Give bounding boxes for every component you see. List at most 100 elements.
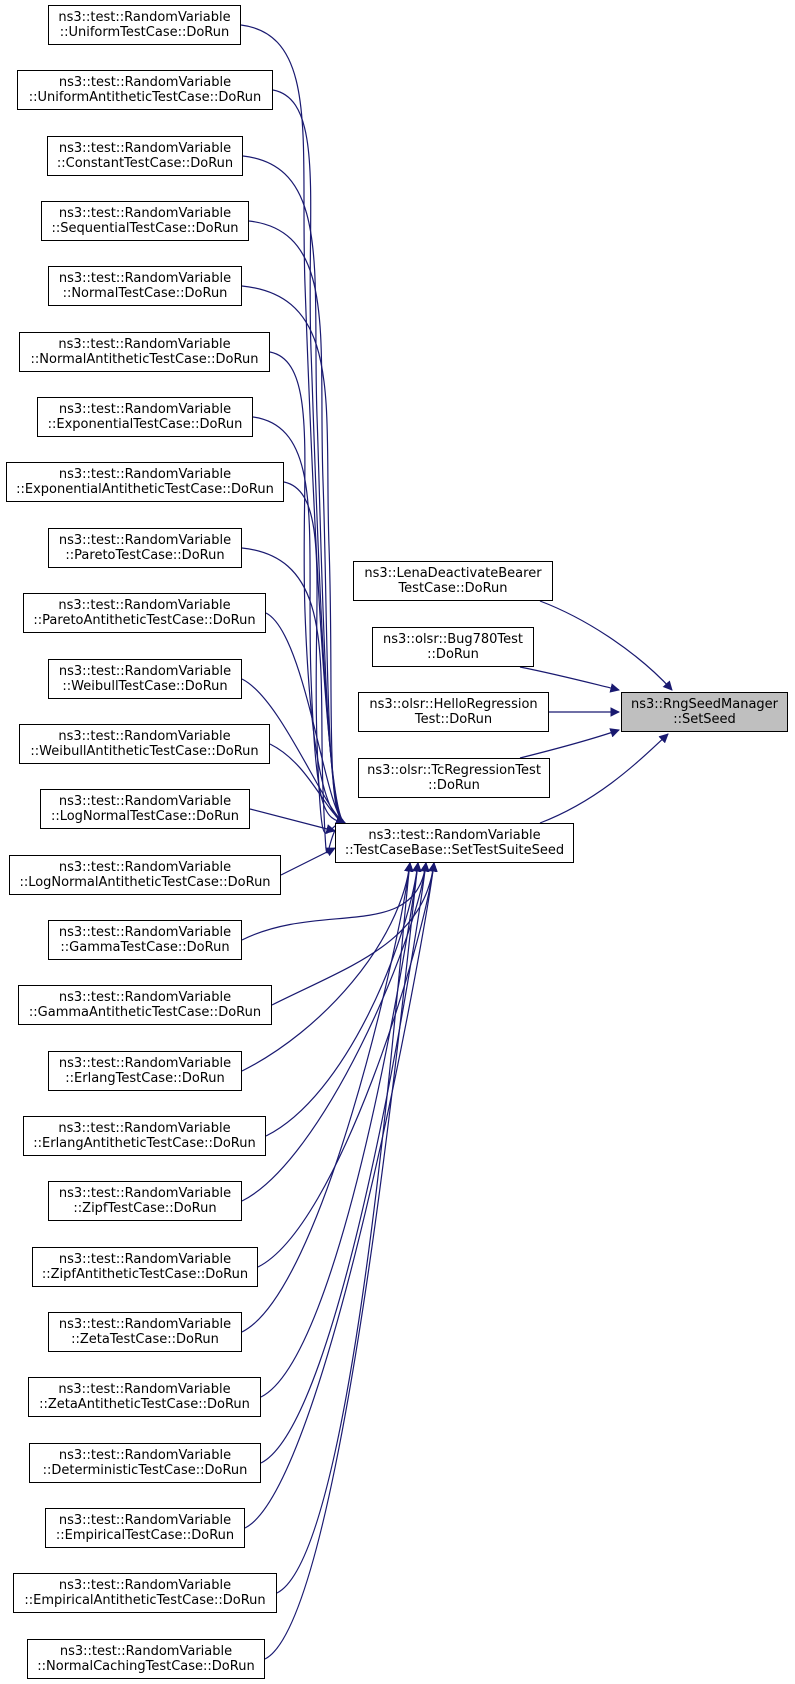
- node-zetaantithetictestcase-dorun-line2: ::ZetaAntitheticTestCase::DoRun: [39, 1397, 250, 1412]
- node-uniformtestcase-dorun[interactable]: ns3::test::RandomVariable::UniformTestCa…: [48, 5, 241, 45]
- edge-caller-21: [260, 862, 422, 1398]
- edge-caller-17: [265, 862, 422, 1137]
- edge-caller-15: [271, 862, 438, 1006]
- node-normalcachingtestcase-dorun-line2: ::NormalCachingTestCase::DoRun: [37, 1659, 255, 1674]
- node-uniformtestcase-dorun-line1: ns3::test::RandomVariable: [58, 10, 231, 25]
- node-weibullantithetictestcase-dorun[interactable]: ns3::test::RandomVariable::WeibullAntith…: [19, 724, 270, 764]
- node-uniformantithetictestcase-dorun-line2: ::UniformAntitheticTestCase::DoRun: [28, 90, 262, 105]
- node-zipftestcase-dorun-line2: ::ZipfTestCase::DoRun: [73, 1201, 217, 1216]
- node-paretotestcase-dorun[interactable]: ns3::test::RandomVariable::ParetoTestCas…: [48, 528, 242, 568]
- node-ns3-olsr-bug780test-dorun[interactable]: ns3::olsr::Bug780Test::DoRun: [372, 627, 534, 667]
- node-erlangantithetictestcase-dorun-line1: ns3::test::RandomVariable: [58, 1121, 231, 1136]
- edge-caller-9: [265, 612, 346, 824]
- node-hub-line2: ::TestCaseBase::SetTestSuiteSeed: [344, 843, 565, 858]
- node-weibulltestcase-dorun-line1: ns3::test::RandomVariable: [58, 664, 232, 679]
- node-empiricalantithetictestcase-dorun[interactable]: ns3::test::RandomVariable::EmpiricalAnti…: [13, 1573, 277, 1613]
- node-exponentialantithetictestcase-dorun-line2: ::ExponentialAntitheticTestCase::DoRun: [16, 482, 274, 497]
- node-erlangtestcase-dorun[interactable]: ns3::test::RandomVariable::ErlangTestCas…: [48, 1051, 242, 1091]
- node-constanttestcase-dorun-line1: ns3::test::RandomVariable: [58, 141, 232, 156]
- node-zetatestcase-dorun-line2: ::ZetaTestCase::DoRun: [71, 1332, 219, 1347]
- edge-caller-6: [252, 416, 346, 826]
- node-erlangantithetictestcase-dorun-line2: ::ErlangAntitheticTestCase::DoRun: [33, 1136, 256, 1151]
- node-exponentialtestcase-dorun-line1: ns3::test::RandomVariable: [58, 402, 232, 417]
- node-normalantithetictestcase-dorun-line2: ::NormalAntitheticTestCase::DoRun: [30, 352, 259, 367]
- node-lognormaltestcase-dorun[interactable]: ns3::test::RandomVariable::LogNormalTest…: [40, 789, 250, 829]
- node-zipfantithetictestcase-dorun[interactable]: ns3::test::RandomVariable::ZipfAntitheti…: [32, 1247, 258, 1287]
- node-uniformantithetictestcase-dorun-line1: ns3::test::RandomVariable: [58, 75, 232, 90]
- edge-caller-25: [264, 862, 422, 1660]
- edge-caller-22: [260, 862, 430, 1464]
- node-weibullantithetictestcase-dorun-line2: ::WeibullAntitheticTestCase::DoRun: [30, 744, 259, 759]
- node-lognormaltestcase-dorun-line1: ns3::test::RandomVariable: [58, 794, 232, 809]
- edge-caller-5: [269, 351, 346, 826]
- edge-caller-0: [240, 24, 346, 826]
- edge-caller-12: [249, 808, 336, 834]
- edge-caller-1: [272, 89, 346, 826]
- edge-caller-19: [257, 862, 438, 1268]
- node-erlangantithetictestcase-dorun[interactable]: ns3::test::RandomVariable::ErlangAntithe…: [23, 1116, 266, 1156]
- node-gammaantithetictestcase-dorun-line2: ::GammaAntitheticTestCase::DoRun: [28, 1005, 262, 1020]
- node-weibulltestcase-dorun[interactable]: ns3::test::RandomVariable::WeibullTestCa…: [48, 659, 242, 699]
- node-normalcachingtestcase-dorun[interactable]: ns3::test::RandomVariable::NormalCaching…: [27, 1639, 265, 1679]
- node-paretoantithetictestcase-dorun-line2: ::ParetoAntitheticTestCase::DoRun: [33, 613, 256, 628]
- node-constanttestcase-dorun[interactable]: ns3::test::RandomVariable::ConstantTestC…: [47, 136, 243, 176]
- node-settestsuiteseed[interactable]: ns3::test::RandomVariable ::TestCaseBase…: [335, 823, 574, 863]
- edge-caller-24: [276, 862, 414, 1594]
- node-ns3-lenadeactivatebearertestcase-dorun-line1: ns3::LenaDeactivateBearer: [364, 566, 542, 581]
- edge-caller-14: [241, 862, 430, 941]
- node-zetaantithetictestcase-dorun[interactable]: ns3::test::RandomVariable::ZetaAntitheti…: [28, 1377, 261, 1417]
- node-zetatestcase-dorun[interactable]: ns3::test::RandomVariable::ZetaTestCase:…: [48, 1312, 242, 1352]
- node-sequentialtestcase-dorun-line1: ns3::test::RandomVariable: [58, 206, 232, 221]
- node-gammaantithetictestcase-dorun[interactable]: ns3::test::RandomVariable::GammaAntithet…: [18, 985, 272, 1025]
- node-exponentialtestcase-dorun[interactable]: ns3::test::RandomVariable::ExponentialTe…: [37, 397, 253, 437]
- node-uniformtestcase-dorun-line2: ::UniformTestCase::DoRun: [59, 25, 230, 40]
- node-empiricaltestcase-dorun[interactable]: ns3::test::RandomVariable::EmpiricalTest…: [45, 1508, 245, 1548]
- node-rngseedmanager-setseed: ns3::RngSeedManager ::SetSeed: [621, 692, 788, 732]
- node-zipftestcase-dorun[interactable]: ns3::test::RandomVariable::ZipfTestCase:…: [48, 1181, 242, 1221]
- node-empiricalantithetictestcase-dorun-line1: ns3::test::RandomVariable: [58, 1578, 232, 1593]
- node-paretoantithetictestcase-dorun-line1: ns3::test::RandomVariable: [58, 598, 231, 613]
- node-zetaantithetictestcase-dorun-line1: ns3::test::RandomVariable: [58, 1382, 231, 1397]
- edge-caller-18: [241, 862, 430, 1202]
- node-focus-line2: ::SetSeed: [673, 712, 736, 727]
- edge-caller-23: [244, 862, 438, 1529]
- node-exponentialantithetictestcase-dorun[interactable]: ns3::test::RandomVariable::ExponentialAn…: [6, 462, 284, 502]
- node-sequentialtestcase-dorun[interactable]: ns3::test::RandomVariable::SequentialTes…: [41, 201, 249, 241]
- node-zipfantithetictestcase-dorun-line2: ::ZipfAntitheticTestCase::DoRun: [41, 1267, 249, 1282]
- node-paretotestcase-dorun-line2: ::ParetoTestCase::DoRun: [65, 548, 225, 563]
- node-lognormalantithetictestcase-dorun-line2: ::LogNormalAntitheticTestCase::DoRun: [19, 875, 271, 890]
- edge-direct-0: [539, 600, 673, 691]
- node-paretoantithetictestcase-dorun[interactable]: ns3::test::RandomVariable::ParetoAntithe…: [23, 593, 266, 633]
- node-normaltestcase-dorun[interactable]: ns3::test::RandomVariable::NormalTestCas…: [48, 266, 242, 306]
- node-ns3-olsr-tcregressiontest-dorun[interactable]: ns3::olsr::TcRegressionTest::DoRun: [358, 758, 550, 798]
- node-gammaantithetictestcase-dorun-line1: ns3::test::RandomVariable: [58, 990, 232, 1005]
- node-ns3-olsr-helloregressiontest-dorun-line2: Test::DoRun: [414, 712, 493, 727]
- node-lognormalantithetictestcase-dorun[interactable]: ns3::test::RandomVariable::LogNormalAnti…: [9, 855, 281, 895]
- node-exponentialtestcase-dorun-line2: ::ExponentialTestCase::DoRun: [47, 417, 243, 432]
- edge-caller-16: [241, 862, 414, 1072]
- node-uniformantithetictestcase-dorun[interactable]: ns3::test::RandomVariable::UniformAntith…: [17, 70, 273, 110]
- node-sequentialtestcase-dorun-line2: ::SequentialTestCase::DoRun: [51, 221, 239, 236]
- node-focus-line1: ns3::RngSeedManager: [630, 697, 779, 712]
- node-normalantithetictestcase-dorun[interactable]: ns3::test::RandomVariable::NormalAntithe…: [19, 332, 270, 372]
- node-constanttestcase-dorun-line2: ::ConstantTestCase::DoRun: [56, 156, 234, 171]
- node-normaltestcase-dorun-line1: ns3::test::RandomVariable: [58, 271, 232, 286]
- node-gammatestcase-dorun-line2: ::GammaTestCase::DoRun: [60, 940, 230, 955]
- node-zipfantithetictestcase-dorun-line1: ns3::test::RandomVariable: [58, 1252, 232, 1267]
- node-exponentialantithetictestcase-dorun-line1: ns3::test::RandomVariable: [58, 467, 232, 482]
- node-gammatestcase-dorun-line1: ns3::test::RandomVariable: [58, 925, 232, 940]
- edge-caller-13: [280, 847, 336, 876]
- node-deterministictestcase-dorun[interactable]: ns3::test::RandomVariable::Deterministic…: [29, 1443, 261, 1483]
- node-zetatestcase-dorun-line1: ns3::test::RandomVariable: [58, 1317, 232, 1332]
- node-normaltestcase-dorun-line2: ::NormalTestCase::DoRun: [62, 286, 228, 301]
- node-ns3-olsr-bug780test-dorun-line2: ::DoRun: [427, 647, 479, 662]
- edge-hub-to-focus: [539, 733, 669, 824]
- edge-direct-3: [519, 728, 620, 759]
- node-gammatestcase-dorun[interactable]: ns3::test::RandomVariable::GammaTestCase…: [48, 920, 242, 960]
- node-ns3-olsr-tcregressiontest-dorun-line1: ns3::olsr::TcRegressionTest: [367, 763, 541, 778]
- edge-caller-20: [241, 862, 414, 1333]
- node-lognormalantithetictestcase-dorun-line1: ns3::test::RandomVariable: [58, 860, 232, 875]
